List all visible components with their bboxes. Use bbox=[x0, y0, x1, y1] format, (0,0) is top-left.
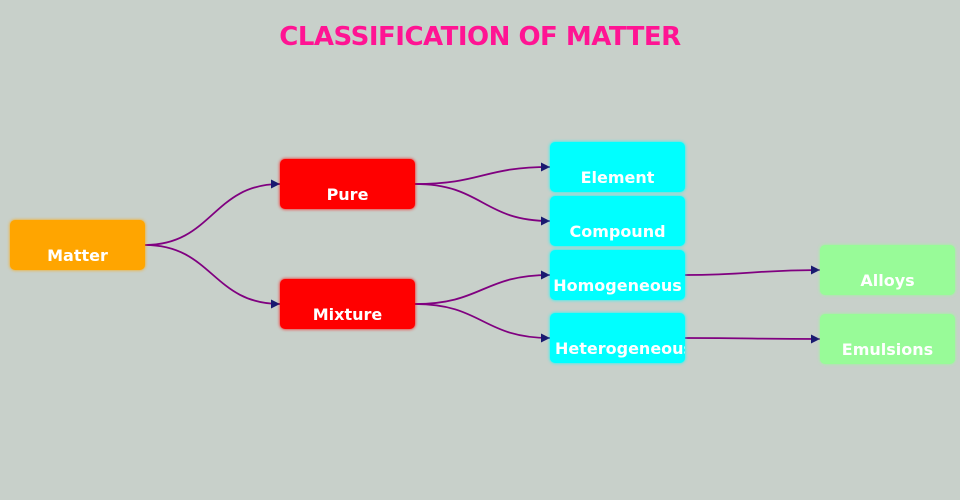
node-label: Compound bbox=[569, 222, 666, 241]
node-pure[interactable]: Pure bbox=[280, 159, 415, 209]
edge-pure-to-compound bbox=[414, 183, 551, 226]
node-label: Alloys bbox=[860, 271, 915, 290]
node-heterogeneous[interactable]: Heterogeneous bbox=[550, 313, 685, 363]
node-label: Heterogeneous bbox=[555, 339, 685, 358]
edge-pure-to-element bbox=[414, 162, 551, 185]
node-compound[interactable]: Compound bbox=[550, 196, 685, 246]
diagram-title: CLASSIFICATION OF MATTER bbox=[279, 22, 681, 52]
node-homogeneous[interactable]: Homogeneous bbox=[550, 250, 685, 300]
edge-heterogeneous-to-emulsions bbox=[684, 334, 821, 344]
node-alloys[interactable]: Alloys bbox=[820, 245, 955, 295]
edge-matter-to-mixture bbox=[144, 244, 281, 309]
node-element[interactable]: Element bbox=[550, 142, 685, 192]
node-matter[interactable]: Matter bbox=[10, 220, 145, 270]
node-label: Emulsions bbox=[841, 340, 934, 359]
node-mixture[interactable]: Mixture bbox=[280, 279, 415, 329]
node-label: Pure bbox=[326, 185, 369, 204]
node-label: Homogeneous bbox=[553, 276, 682, 295]
node-label: Matter bbox=[47, 246, 108, 265]
edge-homogeneous-to-alloys bbox=[684, 265, 821, 276]
node-label: Mixture bbox=[312, 305, 383, 324]
node-emulsions[interactable]: Emulsions bbox=[820, 314, 955, 364]
edge-mixture-to-homogeneous bbox=[414, 270, 551, 305]
edge-matter-to-pure bbox=[144, 179, 281, 246]
edge-mixture-to-heterogeneous bbox=[414, 303, 551, 343]
node-label: Element bbox=[580, 168, 655, 187]
